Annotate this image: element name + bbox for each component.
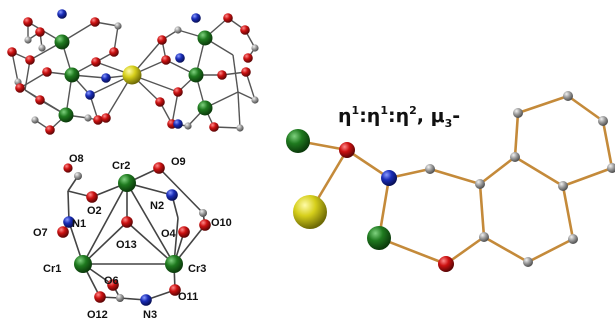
atom-o10: [199, 219, 211, 231]
atom-cr2: [118, 174, 136, 192]
label-o9: O9: [171, 156, 186, 168]
cluster-carbon-atom: [116, 294, 124, 302]
dimer-chromium-atoms: [54, 30, 213, 123]
dimer-oxygen-atoms: [7, 13, 253, 135]
labelled-cluster: Cr2 O8 O9 O2 N2 N1 O7 O4 O10 O13 Cr1 Cr3…: [33, 153, 232, 320]
label-n3: N3: [143, 309, 157, 320]
metal-atom-yellow: [293, 195, 327, 229]
ligand-carbon-atom: [563, 91, 573, 101]
atom-o2: [86, 191, 98, 203]
atom-o8: [63, 163, 73, 173]
label-o4: O4: [161, 228, 177, 240]
ligand-carbon-atom: [510, 152, 520, 162]
atom-o4: [178, 226, 190, 238]
atom-o6: [107, 279, 119, 291]
metal-atom-green-bottom: [367, 226, 391, 250]
ligand-carbon-atom: [479, 232, 489, 242]
label-o12: O12: [87, 309, 108, 320]
atom-o12: [94, 291, 106, 303]
ligand-nitrogen-atom: [381, 170, 397, 186]
ligand-oxime-oxygen-atom: [339, 142, 355, 158]
label-o8: O8: [69, 153, 84, 165]
label-cr2: Cr2: [112, 160, 130, 172]
cluster-carbon-atom: [74, 172, 82, 180]
atom-cr1: [74, 255, 92, 273]
atom-o11: [169, 284, 181, 296]
metal-atom-green-top: [286, 129, 310, 153]
atom-n2: [166, 189, 178, 201]
atom-cr3: [165, 255, 183, 273]
dimer-carbon-atoms: [14, 22, 259, 132]
atom-o7: [57, 226, 69, 238]
label-o6: O6: [104, 275, 119, 287]
ligand-carbon-atom: [513, 108, 523, 118]
cluster-carbon-atom: [199, 209, 207, 217]
label-cr1: Cr1: [43, 263, 61, 275]
dimer-structure: [7, 9, 259, 135]
atom-n1: [63, 216, 75, 228]
label-o13: O13: [116, 239, 137, 251]
label-o2: O2: [87, 205, 102, 217]
ligand-carbon-atom: [598, 116, 608, 126]
dimer-nitrogen-atoms: [57, 9, 201, 129]
atom-o9: [153, 162, 165, 174]
ligand-phenol-oxygen-atom: [438, 256, 454, 272]
label-o10: O10: [211, 217, 232, 229]
ligand-carbon-atom: [523, 257, 533, 267]
dimer-central-metal-atom: [122, 65, 142, 85]
label-n1: N1: [72, 218, 86, 230]
label-o7: O7: [33, 227, 48, 239]
ligand-carbon-atom: [568, 234, 578, 244]
atom-o13: [121, 216, 133, 228]
ligand-carbon-atom: [425, 164, 435, 174]
ligand-coordination-model: [286, 91, 615, 272]
ligand-carbon-atom: [558, 181, 568, 191]
coordination-mode-label: η1:η1:η2, μ3-: [338, 104, 460, 130]
label-o11: O11: [178, 291, 198, 303]
ligand-carbon-atom: [475, 179, 485, 189]
label-cr3: Cr3: [188, 263, 206, 275]
atom-n3: [140, 294, 152, 306]
label-n2: N2: [150, 200, 164, 212]
ligand-carbon-atom: [607, 163, 615, 173]
